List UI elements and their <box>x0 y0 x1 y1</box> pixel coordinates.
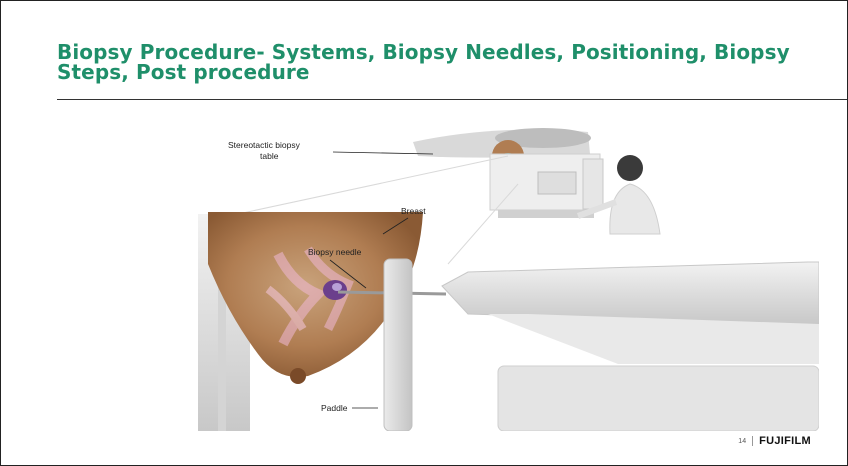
brand-logo: FUJIFILM <box>759 435 811 447</box>
biopsy-illustration-svg: Stereotactic biopsy table Breast Biopsy … <box>198 114 819 431</box>
slide-title: Biopsy Procedure- Systems, Biopsy Needle… <box>57 42 817 82</box>
label-paddle: Paddle <box>321 403 348 413</box>
label-stereotactic-table-1: Stereotactic biopsy <box>228 140 301 150</box>
compression-paddle <box>384 259 412 431</box>
label-biopsy-needle: Biopsy needle <box>308 247 362 257</box>
stereotactic-table-scene <box>413 128 660 234</box>
page-number: 14 <box>738 438 746 445</box>
biopsy-device <box>442 262 819 431</box>
label-stereotactic-table-2: table <box>260 151 279 161</box>
slide-footer: 14 FUJIFILM <box>738 435 811 447</box>
footer-separator <box>752 436 753 446</box>
biopsy-illustration: Stereotactic biopsy table Breast Biopsy … <box>198 114 819 431</box>
title-divider <box>57 99 847 100</box>
label-breast: Breast <box>401 206 426 216</box>
